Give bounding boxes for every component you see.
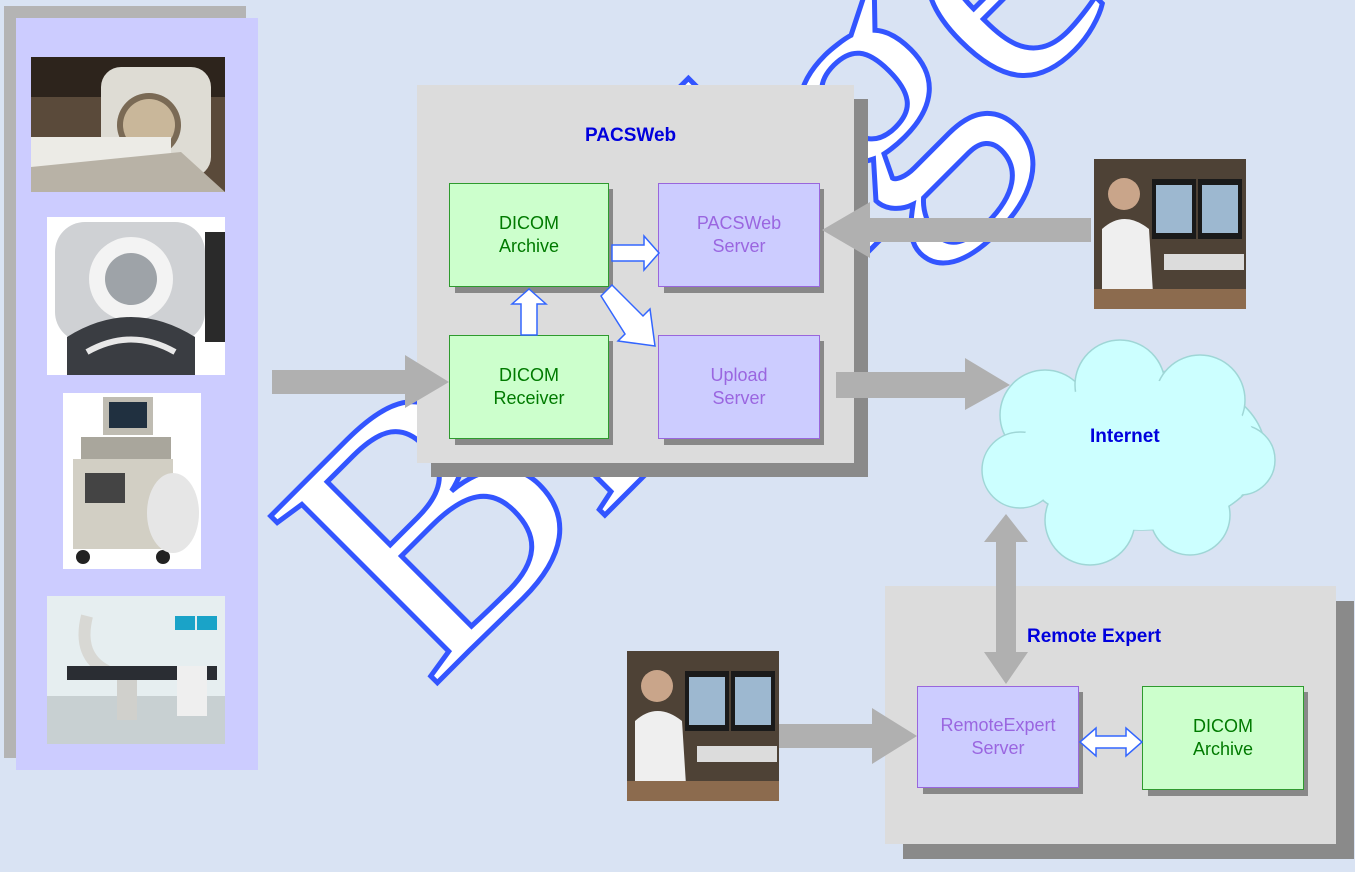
pacsweb-title: PACSWeb: [585, 125, 677, 146]
pacsweb-dicom-archive-line1: DICOM: [499, 213, 559, 233]
remote-expert-server-line2: Server: [971, 738, 1025, 758]
pacsweb-dicom-archive-line2: Archive: [498, 236, 560, 256]
pacsweb-dicom-receiver: DICOM Receiver: [449, 335, 609, 439]
ct-scanner-photo: [47, 217, 225, 375]
pacsweb-dicom-receiver-line1: DICOM: [499, 365, 559, 385]
upload-server-line1: Upload: [710, 365, 768, 385]
pacsweb-server-line1: PACSWeb: [696, 213, 782, 233]
pacsweb-dicom-receiver-line2: Receiver: [493, 388, 565, 408]
pacsweb-server-line2: Server: [712, 236, 766, 256]
remote-dicom-archive-line1: DICOM: [1193, 716, 1253, 736]
pacsweb-dicom-archive: DICOM Archive: [449, 183, 609, 287]
mri-scanner-photo: [31, 57, 225, 192]
remote-expert-title: Remote Expert: [1027, 626, 1162, 647]
ultrasound-machine-photo: [63, 393, 201, 569]
upload-server-line2: Server: [712, 388, 766, 408]
radiologist-workstation-photo-bottom: [627, 651, 779, 801]
internet-label: Internet: [1090, 426, 1160, 447]
remote-expert-server-line1: RemoteExpert: [940, 715, 1056, 735]
remote-dicom-archive: DICOM Archive: [1142, 686, 1304, 790]
angiography-room-photo: [47, 596, 225, 744]
radiologist-workstation-photo-top: [1094, 159, 1246, 309]
remote-dicom-archive-line2: Archive: [1192, 739, 1254, 759]
